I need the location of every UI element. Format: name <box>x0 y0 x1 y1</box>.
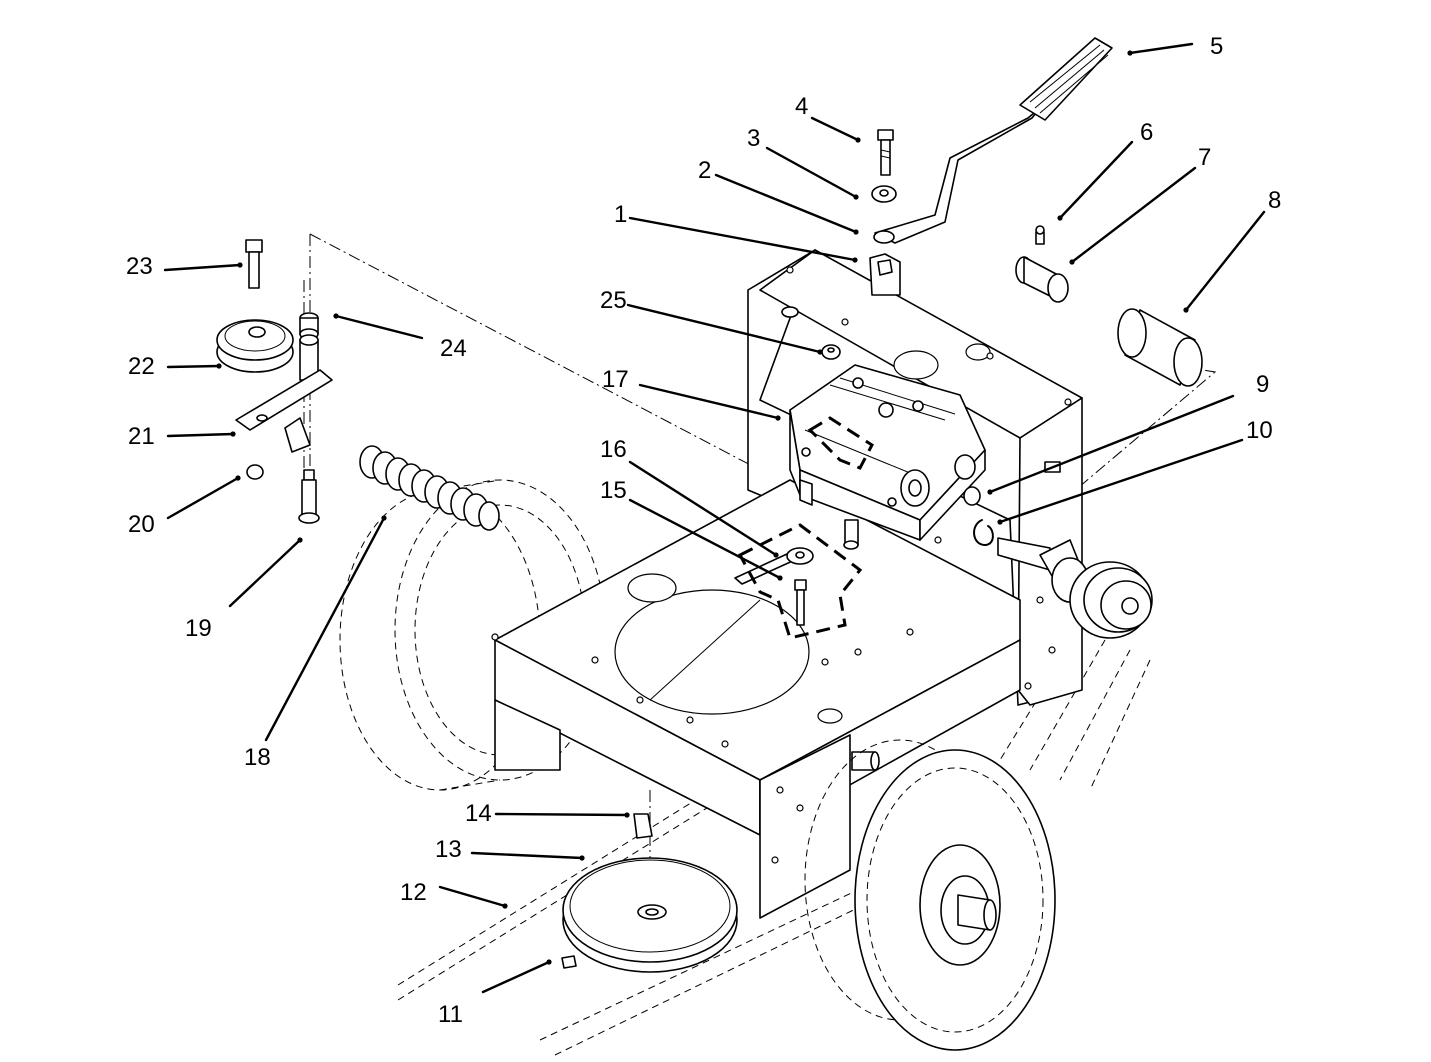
callout-17: 17 <box>602 366 629 393</box>
callout-9: 9 <box>1256 371 1269 398</box>
leader-10 <box>998 438 1244 524</box>
callout-20: 20 <box>128 511 155 538</box>
leader-4 <box>810 116 860 142</box>
bolt-4 <box>877 129 894 176</box>
grease-fitting-6 <box>1035 225 1045 245</box>
bushing-7 <box>1015 256 1069 303</box>
leader-6 <box>1058 140 1134 220</box>
idler-bolt-23 <box>245 239 263 289</box>
callout-4: 4 <box>795 93 808 120</box>
leader-7 <box>1070 166 1197 264</box>
callout-22: 22 <box>128 353 155 380</box>
nut-25 <box>821 344 841 360</box>
key-14 <box>633 813 653 839</box>
spacer-24 <box>299 312 319 340</box>
leader-19 <box>228 538 302 608</box>
callout-6: 6 <box>1140 119 1153 146</box>
leader-14 <box>494 812 629 817</box>
callout-10: 10 <box>1246 417 1273 444</box>
leader-lines <box>163 42 1266 994</box>
leader-2 <box>714 173 858 234</box>
leader-18 <box>264 516 386 742</box>
pin-19 <box>298 469 320 524</box>
callout-18: 18 <box>244 744 271 771</box>
leader-16 <box>628 460 778 557</box>
leader-13 <box>470 851 584 860</box>
leader-1 <box>628 216 857 262</box>
callout-5: 5 <box>1210 33 1223 60</box>
leader-8 <box>1184 210 1266 312</box>
leader-dots <box>216 50 1189 965</box>
callout-15: 15 <box>600 477 627 504</box>
leader-23 <box>163 263 242 272</box>
bolt-15 <box>794 579 807 626</box>
gearbox-assembly <box>789 364 986 550</box>
callout-7: 7 <box>1198 144 1211 171</box>
callout-19: 19 <box>185 615 212 642</box>
tube-8 <box>1117 308 1203 387</box>
right-pulley-assembly <box>997 537 1153 639</box>
chassis-frame <box>491 249 1083 919</box>
clip-10 <box>973 519 994 546</box>
leader-5 <box>1128 42 1194 55</box>
washer-16 <box>786 547 814 565</box>
callout-23: 23 <box>126 253 153 280</box>
pulley-13 <box>562 857 738 973</box>
callout-24: 24 <box>440 335 467 362</box>
callout-21: 21 <box>128 423 155 450</box>
nut-9 <box>963 486 981 506</box>
leader-9 <box>988 394 1235 494</box>
callout-8: 8 <box>1268 187 1281 214</box>
leader-11 <box>481 960 551 994</box>
leader-12 <box>438 885 507 908</box>
leader-17 <box>638 383 780 420</box>
callout-3: 3 <box>747 125 760 152</box>
washer-3 <box>871 185 897 203</box>
leader-21 <box>166 432 235 438</box>
callout-2: 2 <box>698 157 711 184</box>
leader-20 <box>166 476 240 520</box>
callout-1: 1 <box>614 201 627 228</box>
leader-25 <box>626 303 822 354</box>
nut-20 <box>246 464 264 480</box>
mount-bracket-dashed <box>737 523 863 640</box>
callout-14: 14 <box>465 800 492 827</box>
shift-lever <box>873 37 1113 244</box>
callout-16: 16 <box>600 436 627 463</box>
spring-18 <box>359 445 500 531</box>
callout-25: 25 <box>600 287 627 314</box>
callout-11: 11 <box>438 1001 463 1028</box>
set-screw-11 <box>561 955 577 969</box>
idler-arm-21 <box>235 334 333 453</box>
leader-15 <box>628 498 782 580</box>
callout-12: 12 <box>400 879 427 906</box>
callout-labels: 5 4 3 2 1 6 7 8 25 17 9 10 16 15 23 24 2… <box>126 33 1281 1028</box>
leader-22 <box>166 364 221 369</box>
callout-13: 13 <box>435 836 462 863</box>
right-wheel <box>804 739 1056 1051</box>
leader-24 <box>334 314 424 340</box>
leader-3 <box>765 146 858 199</box>
block-1 <box>869 253 901 296</box>
idler-pulley-22 <box>216 319 294 373</box>
